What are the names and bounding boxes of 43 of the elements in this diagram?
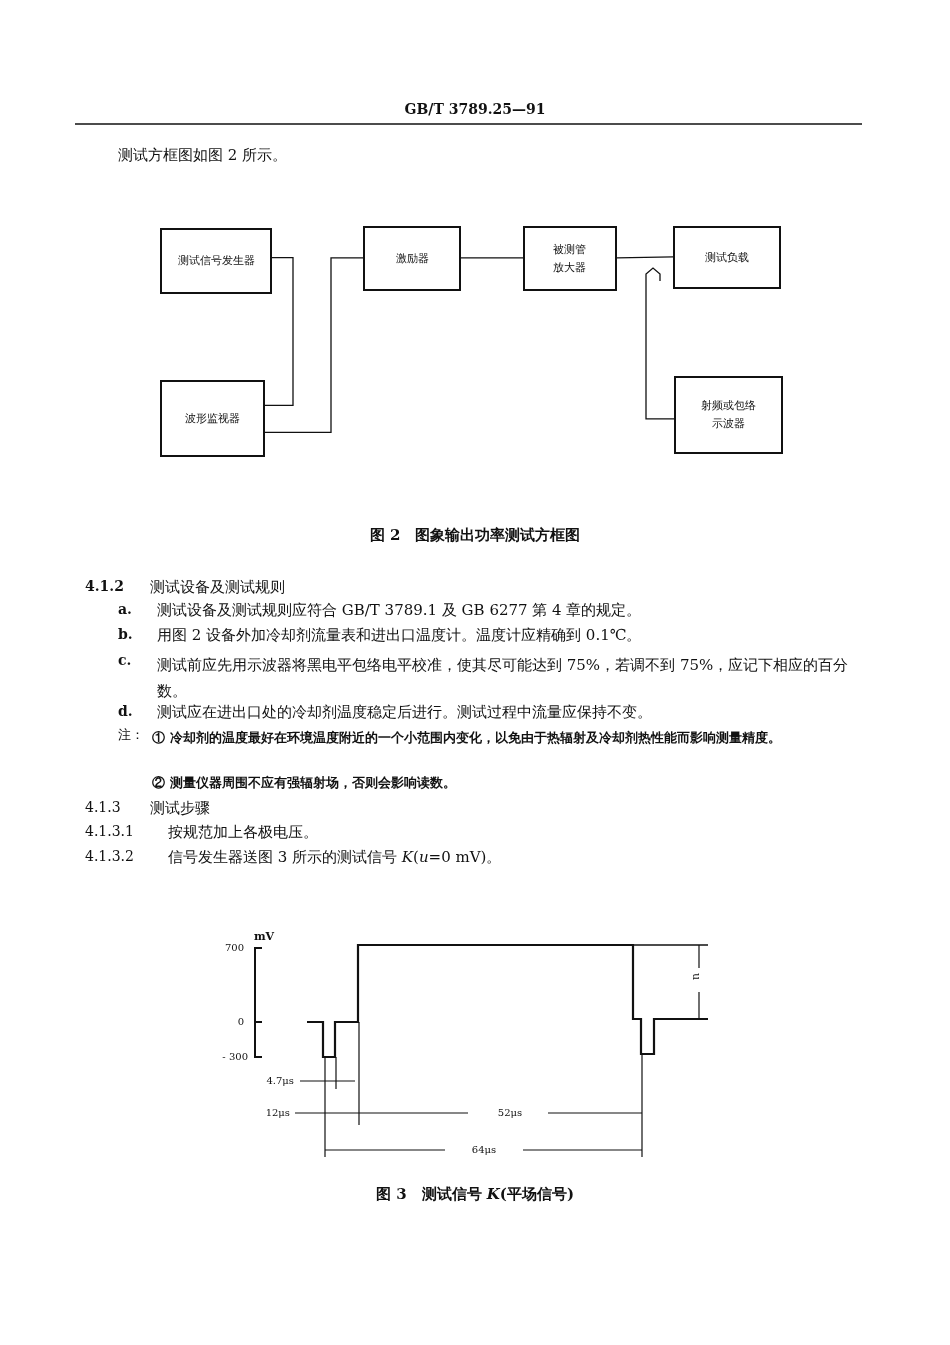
section-number: 4.1.2 [85, 578, 124, 595]
paragraph-text: 按规范加上各极电压。 [168, 823, 318, 841]
connector-line [616, 256, 674, 259]
section-number: 4.1.3.1 [85, 823, 134, 840]
dimension-label: 4.7μs [265, 1075, 294, 1087]
paragraph-text: 用图 2 设备外加冷却剂流量表和进出口温度计。温度计应精确到 0.1℃。 [157, 626, 642, 644]
block-box: 测试信号发生器 [160, 228, 272, 294]
note-text: ① 冷却剂的温度最好在环境温度附近的一个小范围内变化，以免由于热辐射及冷却剂热性能而影响测量精度。 [152, 729, 782, 747]
axis-tick-label: 700 [223, 942, 244, 954]
list-marker: a. [118, 601, 132, 618]
note-text: ② 测量仪器周围不应有强辐射场，否则会影响读数。 [152, 775, 456, 791]
paragraph-text: 测试应在进出口处的冷却剂温度稳定后进行。测试过程中流量应保持不变。 [157, 703, 652, 721]
dimension-label: 12μs [264, 1107, 290, 1119]
block-box: 激励器 [363, 226, 461, 291]
connector-line [645, 267, 675, 420]
list-marker: c. [118, 652, 132, 669]
connector-line [264, 257, 364, 433]
paragraph-text: 测试方框图如图 2 所示。 [118, 146, 288, 164]
list-marker: d. [118, 703, 133, 720]
axis-tick-label: 0 [236, 1016, 244, 1028]
dimension-label: 52μs [497, 1107, 523, 1119]
figure-caption: 图 3 测试信号 K(平场信号) [375, 1185, 575, 1203]
note-label: 注： [118, 727, 144, 743]
section-number: 4.1.3.2 [85, 848, 134, 865]
page-header: GB/T 3789.25—91 [404, 101, 546, 118]
axis-tick-label: - 300 [221, 1051, 248, 1063]
block-box: 被测管放大器 [523, 226, 617, 291]
figure-caption: 图 2 图象输出功率测试方框图 [369, 526, 581, 544]
connector-line [460, 257, 524, 259]
section-number: 4.1.3 [85, 799, 121, 816]
dimension-label: u [689, 973, 703, 981]
paragraph-text: 测试设备及测试规则应符合 GB/T 3789.1 及 GB 6277 第 4 章的规定。 [157, 601, 642, 619]
list-marker: b. [118, 626, 133, 643]
dimension-label: 64μs [471, 1144, 497, 1156]
block-box: 测试负载 [673, 226, 781, 289]
paragraph-text: 测试前应先用示波器将黑电平包络电平校准，使其尽可能达到 75%，若调不到 75%，应记下相应的百分数。 [157, 655, 850, 703]
section-heading: 测试步骤 [150, 799, 210, 817]
paragraph-text: 信号发生器送图 3 所示的测试信号 K(u=0 mV)。 [168, 848, 502, 866]
block-box: 波形监视器 [160, 380, 265, 457]
section-heading: 测试设备及测试规则 [150, 578, 285, 596]
block-box: 射频或包络示波器 [674, 376, 783, 454]
axis-unit-label: mV [253, 930, 275, 944]
connector-line [264, 257, 294, 407]
